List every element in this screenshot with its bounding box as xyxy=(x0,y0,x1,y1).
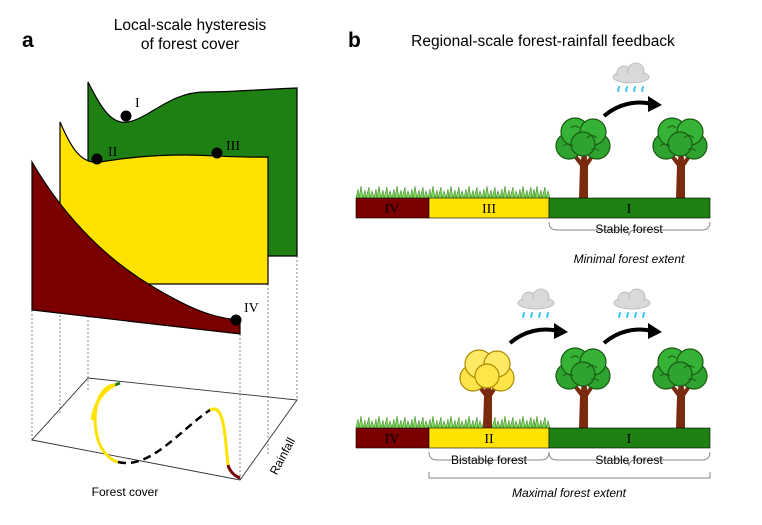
bottom-tree-2 xyxy=(652,347,708,429)
red-sheet xyxy=(31,159,241,335)
top-segment-iii-label: III xyxy=(482,202,496,217)
panel-b-letter: b xyxy=(348,29,361,52)
bottom-yellow-tree xyxy=(459,349,515,429)
bottom-arrow-2-icon xyxy=(602,327,653,345)
base-plane xyxy=(31,377,298,481)
state-II-label: II xyxy=(108,145,118,160)
bottom-segment-ii-label: II xyxy=(484,432,494,447)
top-segment-iv-label: IV xyxy=(385,202,400,217)
bottom-arrow-2-head xyxy=(648,323,662,339)
state-IV-ball xyxy=(230,314,242,326)
bottom-segment-iv-label: IV xyxy=(385,432,400,447)
panel-a-title-line2: of forest cover xyxy=(141,36,239,53)
panel-a-letter: a xyxy=(22,29,34,52)
yellow-sheet xyxy=(59,121,269,285)
top-scene: IV III I Stable forest Minimal forest ex… xyxy=(355,62,711,266)
state-III-ball xyxy=(211,147,223,159)
top-tree-2 xyxy=(652,117,708,199)
bottom-tree-1 xyxy=(555,347,611,429)
top-grass xyxy=(355,185,551,199)
bottom-cloud-2-icon xyxy=(613,288,651,318)
bottom-right-brace xyxy=(548,451,711,467)
top-arrow-icon xyxy=(602,100,653,118)
bottom-arrow-1-icon xyxy=(508,327,559,345)
bottom-scene: IV II I Bistable forest Stable forest Ma… xyxy=(355,288,711,500)
bottom-segment-i-label: I xyxy=(627,432,632,447)
panel-b-title: Regional-scale forest-rainfall feedback xyxy=(411,33,675,50)
panel-a-title-line1: Local-scale hysteresis xyxy=(114,17,267,34)
top-tree-1 xyxy=(555,117,611,199)
bottom-extent-brace xyxy=(428,472,711,479)
bottom-grass xyxy=(355,415,551,429)
state-III-label: III xyxy=(226,139,240,154)
state-II-ball xyxy=(91,153,103,165)
top-segment-i-label: I xyxy=(627,202,632,217)
bottom-caption: Maximal forest extent xyxy=(512,486,627,500)
bottom-right-brace-label: Stable forest xyxy=(595,453,663,467)
bottom-left-brace xyxy=(428,451,550,467)
bottom-segment-i xyxy=(548,427,711,449)
top-arrow-head xyxy=(648,96,662,112)
top-brace xyxy=(548,221,711,237)
hysteresis-curve xyxy=(90,381,241,480)
forest-cover-axis-label: Forest cover xyxy=(92,485,159,499)
state-IV-label: IV xyxy=(244,301,259,316)
top-segment-i xyxy=(548,197,711,219)
top-brace-label: Stable forest xyxy=(595,222,663,236)
top-caption: Minimal forest extent xyxy=(574,252,685,266)
rainfall-axis-label: Rainfall xyxy=(267,435,298,477)
bottom-cloud-1-icon xyxy=(517,288,555,318)
state-I-ball xyxy=(120,110,132,122)
top-cloud-icon xyxy=(612,62,650,92)
bottom-arrow-1-head xyxy=(554,323,568,339)
bottom-left-brace-label: Bistable forest xyxy=(451,453,528,467)
state-I-label: I xyxy=(135,96,140,111)
